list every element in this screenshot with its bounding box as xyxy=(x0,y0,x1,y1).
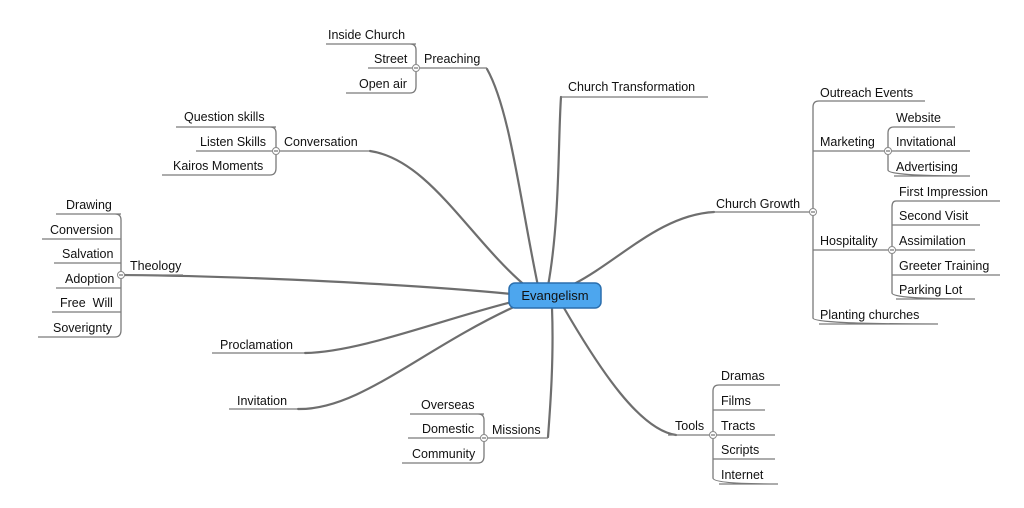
edge-proclamation xyxy=(303,300,514,355)
tools-child: Scripts xyxy=(721,443,759,457)
marketing-label: Marketing xyxy=(820,135,875,149)
theology-label: Theology xyxy=(130,259,182,273)
branch-invitation[interactable]: Invitation xyxy=(229,394,298,410)
branch-conversation[interactable]: Conversation Question skills Listen Skil… xyxy=(162,110,370,176)
hospitality-child: First Impression xyxy=(899,185,988,199)
conversation-collapse-icon[interactable] xyxy=(272,147,280,155)
branch-proclamation[interactable]: Proclamation xyxy=(212,338,305,354)
tools-bracket xyxy=(712,384,780,485)
edge-church-transformation xyxy=(546,95,563,288)
central-label: Evangelism xyxy=(521,288,588,303)
missions-child: Domestic xyxy=(422,422,474,436)
edge-invitation xyxy=(296,304,518,411)
conversation-label: Conversation xyxy=(284,135,358,149)
branch-hospitality[interactable]: First Impression Second Visit Assimilati… xyxy=(888,185,1001,300)
theology-child: Soverignty xyxy=(53,321,113,335)
hospitality-child: Assimilation xyxy=(899,234,966,248)
branch-church-growth[interactable]: Church Growth Outreach Events Marketing … xyxy=(708,86,1001,325)
theology-bracket xyxy=(38,213,122,338)
preaching-label: Preaching xyxy=(424,52,480,66)
branch-tools[interactable]: Tools Dramas Films Tracts Scripts Intern… xyxy=(668,369,780,485)
tools-label: Tools xyxy=(675,419,704,433)
hospitality-label: Hospitality xyxy=(820,234,878,248)
edge-preaching xyxy=(485,67,540,288)
preaching-child: Street xyxy=(374,52,408,66)
theology-child: Drawing xyxy=(66,198,112,212)
conversation-bracket xyxy=(162,126,277,176)
branch-missions[interactable]: Missions Overseas Domestic Community xyxy=(402,398,548,464)
hospitality-child: Greeter Training xyxy=(899,259,989,273)
tools-collapse-icon[interactable] xyxy=(709,431,717,439)
edge-conversation xyxy=(368,149,530,290)
conversation-child: Listen Skills xyxy=(200,135,266,149)
preaching-child: Open air xyxy=(359,77,407,91)
missions-collapse-icon[interactable] xyxy=(480,434,488,442)
tools-child: Internet xyxy=(721,468,764,482)
church-transformation-label: Church Transformation xyxy=(568,80,695,94)
main-branches xyxy=(120,67,716,439)
edge-church-growth xyxy=(572,210,716,286)
preaching-bracket xyxy=(326,43,417,94)
tools-child: Films xyxy=(721,394,751,408)
missions-child: Community xyxy=(412,447,476,461)
hospitality-collapse-icon[interactable] xyxy=(888,246,896,254)
preaching-child: Inside Church xyxy=(328,28,405,42)
branch-theology[interactable]: Theology Drawing Conversion Salvation Ad… xyxy=(38,198,183,338)
hospitality-bracket xyxy=(891,200,1000,300)
invitation-label: Invitation xyxy=(237,394,287,408)
theology-child: Salvation xyxy=(62,247,113,261)
tools-child: Dramas xyxy=(721,369,765,383)
theology-collapse-icon[interactable] xyxy=(117,271,125,279)
church-growth-collapse-icon[interactable] xyxy=(809,208,817,216)
marketing-bracket xyxy=(887,126,971,177)
hospitality-child: Parking Lot xyxy=(899,283,963,297)
church-growth-bracket xyxy=(812,100,939,325)
proclamation-label: Proclamation xyxy=(220,338,293,352)
outreach-events-label: Outreach Events xyxy=(820,86,913,100)
edge-missions xyxy=(546,306,554,439)
conversation-child: Kairos Moments xyxy=(173,159,263,173)
marketing-collapse-icon[interactable] xyxy=(884,147,892,155)
edge-theology xyxy=(120,273,514,296)
missions-bracket xyxy=(402,413,485,464)
marketing-child: Invitational xyxy=(896,135,956,149)
theology-child: Free Will xyxy=(60,296,113,310)
preaching-collapse-icon[interactable] xyxy=(412,64,420,72)
theology-child: Conversion xyxy=(50,223,113,237)
hospitality-child: Second Visit xyxy=(899,209,969,223)
central-node[interactable]: Evangelism xyxy=(508,282,602,309)
branch-church-transformation[interactable]: Church Transformation xyxy=(561,80,708,98)
tools-child: Tracts xyxy=(721,419,755,433)
edge-tools xyxy=(562,306,678,437)
conversation-child: Question skills xyxy=(184,110,265,124)
marketing-child: Advertising xyxy=(896,160,958,174)
branch-preaching[interactable]: Preaching Inside Church Street Open air xyxy=(326,28,487,94)
planting-churches-label: Planting churches xyxy=(820,308,919,322)
theology-child: Adoption xyxy=(65,272,114,286)
marketing-child: Website xyxy=(896,111,941,125)
branch-marketing[interactable]: Website Invitational Advertising xyxy=(884,111,971,177)
missions-label: Missions xyxy=(492,423,541,437)
church-growth-label: Church Growth xyxy=(716,197,800,211)
missions-child: Overseas xyxy=(421,398,475,412)
